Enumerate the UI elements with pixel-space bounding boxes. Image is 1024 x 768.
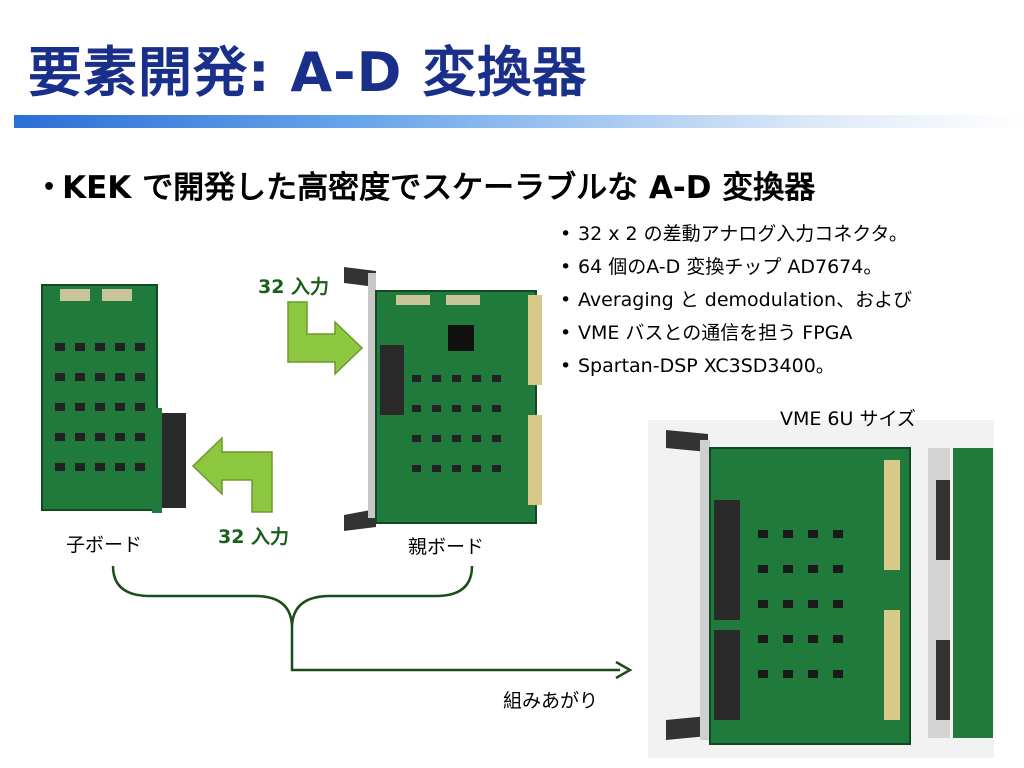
assembly-arrow-head (615, 660, 633, 680)
sub-bullet-item: VME バスとの通信を担う FPGA (560, 317, 912, 350)
sub-bullet-item: 64 個のA-D 変換チップ AD7674。 (560, 251, 912, 284)
main-bullet: •KEK で開発した高密度でスケーラブルな A-D 変換器 (42, 162, 815, 207)
assembled-board-photo (648, 420, 994, 758)
size-label: VME 6U サイズ (780, 408, 916, 430)
slide-title: 要素開発: A-D 変換器 (28, 41, 588, 104)
input-arrow-right (287, 301, 364, 376)
assembly-arrow-line (290, 628, 620, 672)
sub-bullet-item: 32 x 2 の差動アナログ入力コネクタ。 (560, 218, 912, 251)
child-board-photo (41, 284, 186, 513)
arrow-label-bottom: 32 入力 (218, 526, 290, 548)
assembly-bracket (111, 565, 474, 629)
sub-bullet-list: 32 x 2 の差動アナログ入力コネクタ。 64 個のA-D 変換チップ AD7… (560, 218, 912, 383)
assembled-label: 組みあがり (503, 690, 599, 712)
arrow-label-top: 32 入力 (258, 276, 330, 298)
parent-board-label: 親ボード (408, 536, 485, 558)
sub-bullet-item: Averaging と demodulation、および (560, 284, 912, 317)
input-arrow-left (191, 436, 273, 513)
title-underline-bar (14, 115, 1024, 128)
parent-board-photo (344, 267, 542, 531)
sub-bullet-item: Spartan-DSP XC3SD3400。 (560, 350, 912, 383)
child-board-label: 子ボード (66, 534, 143, 556)
bullet-dot: • (42, 175, 57, 200)
main-bullet-text: KEK で開発した高密度でスケーラブルな A-D 変換器 (62, 170, 816, 206)
